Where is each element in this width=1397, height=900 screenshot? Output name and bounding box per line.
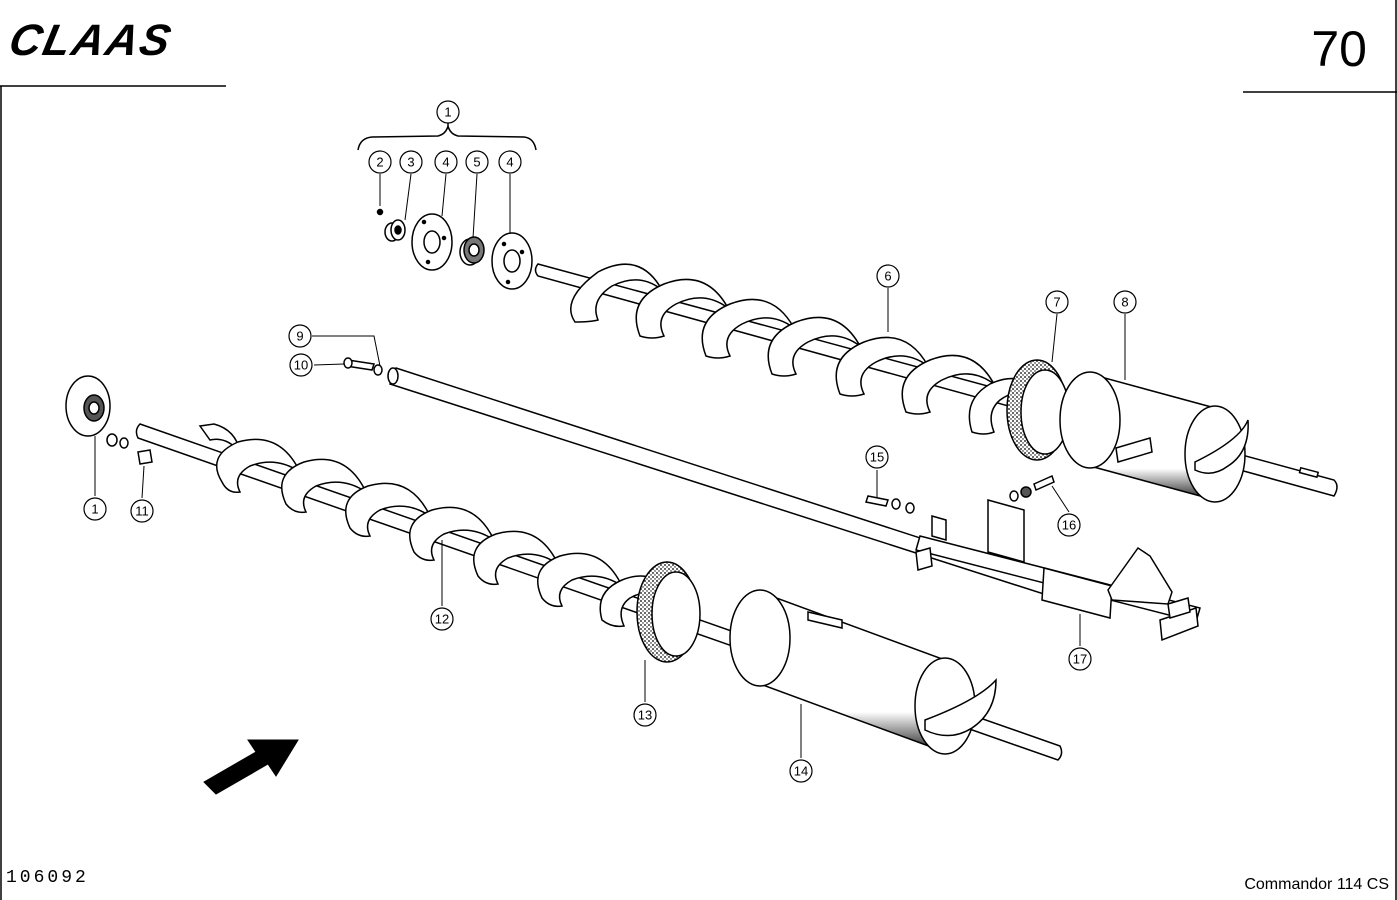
- auger-tube-part: [729, 589, 997, 755]
- callout-13: 13: [638, 708, 652, 723]
- callout-7: 7: [1053, 295, 1060, 310]
- drawing-number: 106092: [6, 868, 89, 888]
- support-ring-part: [1006, 359, 1070, 461]
- leader-lines: [94, 173, 1126, 758]
- callout-4a: 4: [442, 155, 449, 170]
- callout-11: 11: [135, 504, 149, 519]
- flange-plate-part: [411, 213, 453, 271]
- bearing-flange-part: [65, 375, 111, 437]
- callout-labels: 1 2 3 4 5 4 6 7 8 9 10 1 11 12 13 14 15 …: [91, 105, 1128, 779]
- direction-arrow-icon: [203, 739, 299, 795]
- callout-16: 16: [1062, 518, 1076, 533]
- support-ring-part: [636, 561, 701, 663]
- callout-3: 3: [407, 155, 414, 170]
- bolt-set-parts: [865, 474, 1055, 514]
- callout-5: 5: [473, 155, 480, 170]
- callout-1-left: 1: [91, 502, 98, 517]
- callout-15: 15: [870, 450, 884, 465]
- upper-auger: [534, 263, 1338, 503]
- callout-14: 14: [794, 764, 808, 779]
- lower-auger: [65, 375, 1063, 761]
- model-name: Commandor 114 CS: [1244, 876, 1389, 893]
- page-number: 70: [1311, 21, 1367, 77]
- callout-10: 10: [294, 358, 308, 373]
- callout-12: 12: [435, 612, 449, 627]
- ball-bearing-part: [459, 236, 485, 266]
- flange-plate-part: [491, 232, 533, 290]
- callout-2: 2: [376, 155, 383, 170]
- frame-beam: [915, 499, 1201, 642]
- callout-9: 9: [296, 329, 303, 344]
- callout-8: 8: [1121, 295, 1128, 310]
- callout-17: 17: [1073, 652, 1087, 667]
- callout-circles: [83, 100, 1137, 783]
- connecting-pipe: [343, 357, 1058, 597]
- bearing-set-parts: [357, 120, 537, 290]
- auger-tube-part: [1059, 371, 1249, 503]
- callout-6: 6: [884, 269, 891, 284]
- callout-4b: 4: [506, 155, 513, 170]
- nut-part: [384, 219, 406, 242]
- callout-1-top: 1: [444, 105, 451, 120]
